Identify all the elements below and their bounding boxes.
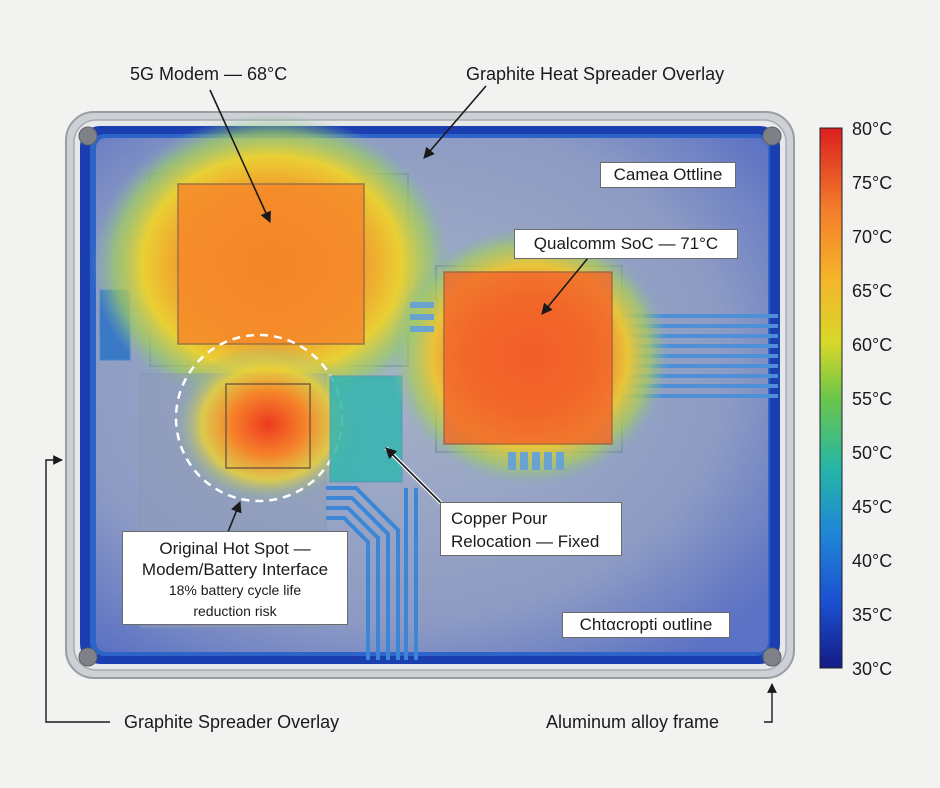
screw-hole-top-right	[762, 126, 782, 146]
copper-label-line-1: Copper Pour	[451, 509, 548, 528]
hotspot-label-line-3: 18% battery cycle life	[168, 582, 302, 598]
colorbar-tick-label: 50°C	[852, 443, 893, 463]
colorbar-tick-label: 70°C	[852, 227, 893, 247]
hotspot-arrow	[227, 500, 242, 533]
colorbar-tick-label: 60°C	[852, 335, 893, 355]
modem-chip	[177, 183, 365, 345]
colorbar	[819, 127, 843, 669]
graphite-arrow	[423, 85, 487, 159]
soc-arrow	[541, 257, 589, 315]
colorbar-tick-label: 75°C	[852, 173, 893, 193]
graphite-top-label: Graphite Heat Spreader Overlay	[466, 64, 725, 84]
colorbar-tick-label: 45°C	[852, 497, 893, 517]
frame-label: Aluminum alloy frame	[546, 712, 720, 732]
colorbar-tick-label: 55°C	[852, 389, 893, 409]
screw-hole-bottom-right	[762, 647, 782, 667]
modem-label: 5G Modem — 68°C	[130, 64, 288, 84]
soc-chip	[443, 271, 613, 445]
hotspot-label-line-2: Modem/Battery Interface	[141, 560, 329, 579]
graphite-bottom-label: Graphite Spreader Overlay	[124, 712, 340, 732]
soc-label: Qualcomm SoC — 71°C	[514, 229, 738, 259]
hotspot-heat-glow	[173, 344, 363, 504]
copper-arrow	[385, 447, 443, 505]
soc-pins	[410, 302, 564, 470]
frame-leader	[764, 683, 777, 723]
screw-hole-bottom-left	[78, 647, 98, 667]
colorbar-tick-label: 30°C	[852, 659, 893, 679]
copper-label-line-2: Relocation — Fixed	[451, 532, 600, 551]
hotspot-label-line-1: Original Hot Spot —	[159, 539, 311, 558]
colorbar-tick-label: 35°C	[852, 605, 893, 625]
camera-outline-label: Camea Ottline	[600, 162, 736, 188]
screw-hole-top-left	[78, 126, 98, 146]
copper-pour-traces	[326, 486, 418, 660]
modem-arrow	[209, 89, 271, 224]
hotspot-label-line-4: reduction risk	[193, 603, 277, 619]
copper-label: Copper Pour Relocation — Fixed	[440, 502, 622, 556]
copper-pour-block	[329, 375, 403, 483]
graphite-bottom-leader	[45, 455, 110, 723]
hotspot-label: Original Hot Spot — Modem/Battery Interf…	[122, 531, 348, 625]
colorbar-tick-label: 65°C	[852, 281, 893, 301]
colorbar-tick-label: 80°C	[852, 119, 893, 139]
colorbar-tick-label: 40°C	[852, 551, 893, 571]
chassis-outline-label: Chtαcropti outline	[562, 612, 730, 638]
hotspot-chip	[225, 383, 311, 469]
